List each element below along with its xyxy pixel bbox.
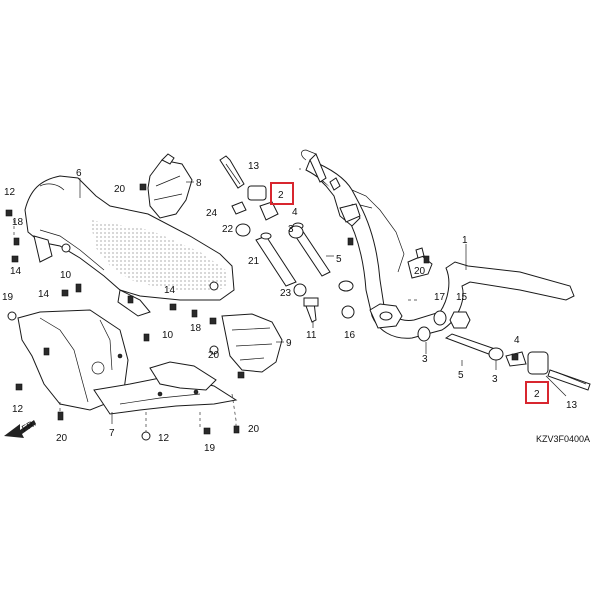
callout-4: 4 bbox=[292, 207, 298, 218]
center-hardware bbox=[219, 155, 355, 323]
callout-20: 20 bbox=[56, 433, 68, 444]
callout-5: 5 bbox=[458, 370, 464, 381]
callout-12: 12 bbox=[158, 433, 170, 444]
callout-13: 13 bbox=[566, 400, 578, 411]
callout-19: 19 bbox=[2, 292, 14, 303]
front-label: FR. bbox=[20, 418, 38, 434]
right-hardware bbox=[417, 310, 591, 391]
callout-8: 8 bbox=[196, 178, 202, 189]
callout-20: 20 bbox=[248, 424, 260, 435]
front-cover-upper bbox=[24, 175, 235, 317]
callout-16: 16 bbox=[344, 330, 356, 341]
callout-10: 10 bbox=[162, 330, 174, 341]
callout-3: 3 bbox=[492, 374, 498, 385]
callout-6: 6 bbox=[76, 168, 82, 179]
diagram-code: KZV3F0400A bbox=[536, 434, 590, 444]
callout-14: 14 bbox=[38, 289, 50, 300]
callout-14: 14 bbox=[10, 266, 22, 277]
callout-24: 24 bbox=[206, 208, 218, 219]
callout-21: 21 bbox=[248, 256, 260, 267]
callout-13: 13 bbox=[248, 161, 260, 172]
callout-2-top: 2 bbox=[278, 190, 284, 201]
highlight-box-2-top bbox=[270, 182, 294, 205]
callout-20: 20 bbox=[414, 266, 426, 277]
callout-22: 22 bbox=[222, 224, 234, 235]
front-cover-lower bbox=[17, 309, 238, 415]
leader-lines bbox=[79, 168, 567, 424]
callout-19: 19 bbox=[204, 443, 216, 454]
callout-2-right: 2 bbox=[534, 389, 540, 400]
cover-9 bbox=[221, 313, 283, 373]
front-direction-arrow: FR. bbox=[4, 418, 38, 438]
callout-1: 1 bbox=[462, 235, 468, 246]
callout-12: 12 bbox=[12, 404, 24, 415]
callout-17: 17 bbox=[434, 292, 446, 303]
highlight-box-2-right bbox=[525, 381, 549, 404]
callout-7: 7 bbox=[109, 428, 115, 439]
callout-9: 9 bbox=[286, 338, 292, 349]
callout-20: 20 bbox=[114, 184, 126, 195]
callout-15: 15 bbox=[456, 292, 468, 303]
guide-lines bbox=[13, 220, 420, 432]
callout-20: 20 bbox=[208, 350, 220, 361]
callout-3: 3 bbox=[422, 354, 428, 365]
callout-12: 12 bbox=[4, 187, 16, 198]
callout-18: 18 bbox=[190, 323, 202, 334]
callout-5: 5 bbox=[336, 254, 342, 265]
bracket-8 bbox=[147, 153, 193, 219]
callout-labels: 1 2 2 3 3 3 4 4 5 5 6 7 8 9 10 10 11 12 … bbox=[2, 161, 578, 454]
callout-14: 14 bbox=[164, 285, 176, 296]
fasteners bbox=[5, 183, 519, 441]
callout-23: 23 bbox=[280, 288, 292, 299]
callout-18: 18 bbox=[12, 217, 24, 228]
callout-10: 10 bbox=[60, 270, 72, 281]
callout-11: 11 bbox=[306, 330, 317, 341]
callout-4: 4 bbox=[514, 335, 520, 346]
callout-3: 3 bbox=[288, 224, 294, 235]
